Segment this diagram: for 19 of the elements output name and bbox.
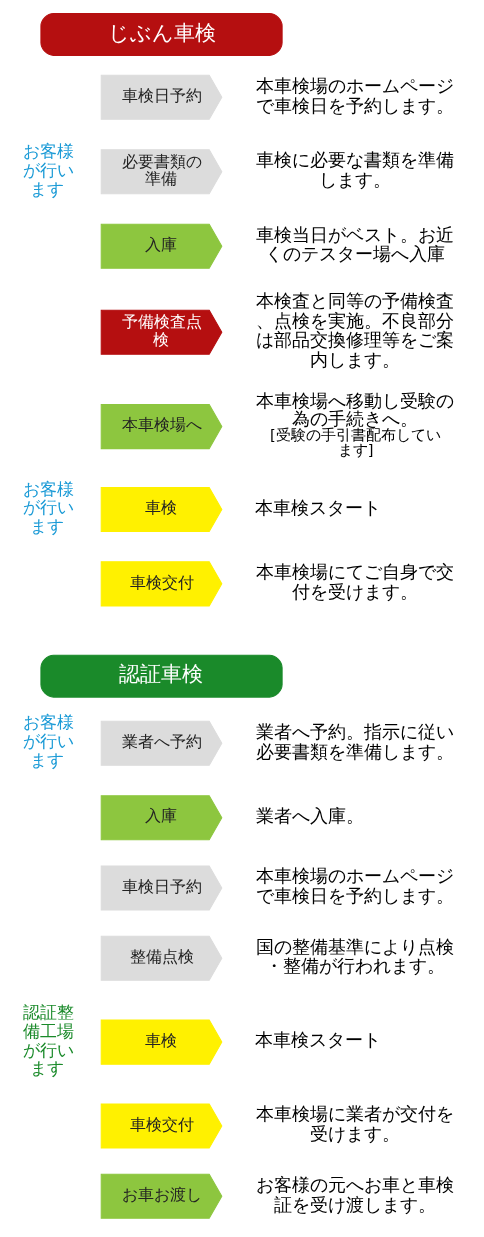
node-label: 本車検スタート [255, 496, 382, 518]
node-label: お客様の元へお車と車検証を受け渡します。 [255, 1173, 454, 1215]
node-label: 本検査と同等の予備検査、点検を実施。不良部分は部品交換修理等をご案内します。 [255, 289, 454, 370]
node-label: 国の整備基準により点検・整備が行われます。 [255, 935, 454, 976]
node-box: じぶん車検 [40, 12, 283, 56]
label: お客様が行います [22, 140, 74, 199]
node-box: 認証車検 [40, 654, 283, 698]
node-label: 本車検場のホームページで車検日を予約します。 [255, 74, 454, 116]
label: 認証整備工場が行います [22, 1001, 75, 1078]
node-label: 車検に必要な書類を準備します。 [255, 148, 454, 190]
node-label: 業者へ予約。指示に従い必要書類を準備します。 [255, 720, 454, 762]
node-label: 業者へ入庫。 [255, 804, 364, 826]
node-label: 本車検場に業者が交付を受けます。 [255, 1102, 454, 1144]
node-label: 本車検場のホームページで車検日を予約します。 [255, 864, 454, 906]
node-label: 本車検場にてご自身で交付を受けます。 [255, 560, 454, 602]
node-label: 本車検スタート [255, 1028, 382, 1050]
node-label: 車検当日がベスト。お近くのテスター場へ入庫 [255, 223, 454, 264]
label: お客様が行います [22, 711, 74, 770]
label: お客様が行います [22, 478, 74, 536]
